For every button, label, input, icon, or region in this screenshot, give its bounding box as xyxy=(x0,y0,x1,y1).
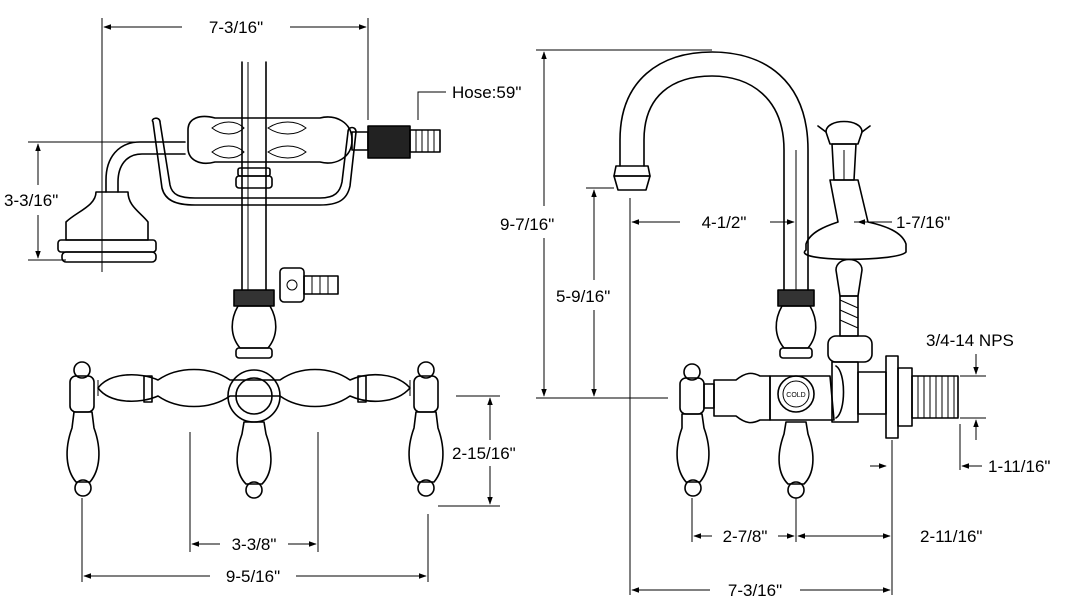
side-center-handle xyxy=(778,421,814,499)
dim-spout-height: 5-9/16" xyxy=(556,287,610,306)
side-view: COLD xyxy=(500,49,1050,600)
left-handle xyxy=(66,361,100,497)
handshower-side xyxy=(803,120,907,337)
handshower xyxy=(57,141,186,263)
dim-total-height: 9-7/16" xyxy=(500,215,554,234)
cold-marking: COLD xyxy=(786,392,805,399)
front-dimensions xyxy=(28,18,500,582)
riser-collar xyxy=(233,167,339,307)
dim-top-width: 7-3/16" xyxy=(209,18,263,37)
dim-thread-spec: 3/4-14 NPS xyxy=(926,331,1014,350)
dim-overall-depth: 7-3/16" xyxy=(728,581,782,600)
front-view: 7-3/16" Hose:59" 3-3/16" 2-15/16" 3-3/8"… xyxy=(4,18,521,586)
side-dimensions xyxy=(536,49,986,595)
dim-handshower-height: 3-3/16" xyxy=(4,191,58,210)
center-handle xyxy=(236,421,272,499)
spout-base xyxy=(775,289,817,359)
center-valve-body xyxy=(231,305,277,359)
dim-handle-offset: 2-7/8" xyxy=(723,527,768,546)
gooseneck-spout xyxy=(613,51,809,291)
hose-connector xyxy=(187,115,441,164)
dim-wall-offset: 2-11/16" xyxy=(920,527,982,546)
dim-overall-width: 9-5/16" xyxy=(226,567,280,586)
dim-body-height: 2-15/16" xyxy=(452,444,516,463)
dim-hose-length: Hose:59" xyxy=(452,83,521,102)
dim-spout-reach: 4-1/2" xyxy=(702,213,747,232)
right-handle xyxy=(408,361,444,497)
side-left-handle xyxy=(676,363,771,497)
manifold xyxy=(97,368,411,423)
handshower-cradle xyxy=(151,117,357,206)
dim-centers: 3-3/8" xyxy=(232,535,277,554)
dim-cradle-width: 1-7/16" xyxy=(896,213,950,232)
valve-body-side: COLD xyxy=(769,335,959,439)
dim-thread-diameter: 1-11/16" xyxy=(988,457,1050,476)
